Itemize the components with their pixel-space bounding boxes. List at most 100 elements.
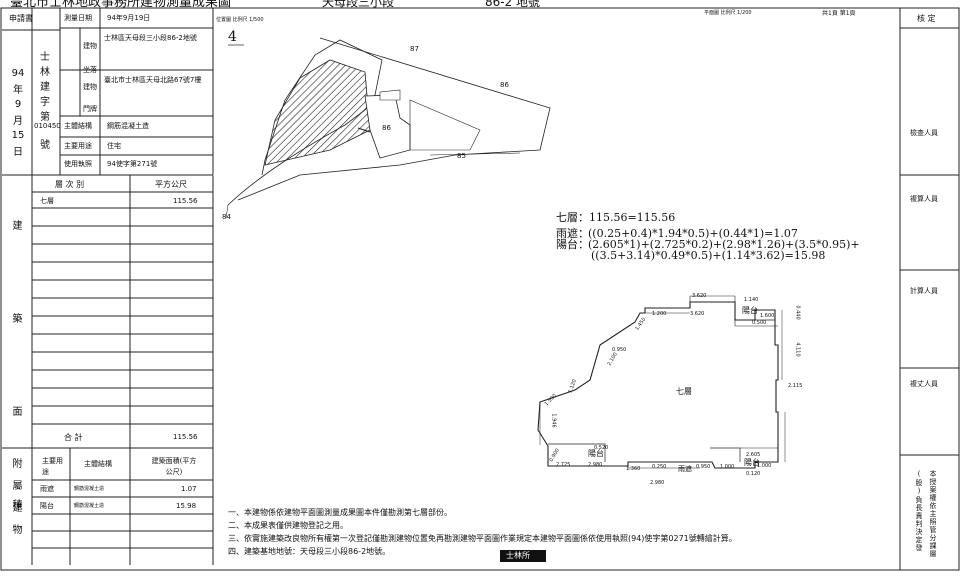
dimension-label: 1.000	[757, 463, 772, 469]
lot-label: 87	[410, 45, 419, 53]
permit-label: 使用執照	[64, 160, 92, 168]
office-stamp: 士林所	[506, 551, 530, 560]
section-title: 天母段三小段	[322, 0, 395, 9]
note-line: 四、建築基地地號：天母段三小段86-2地號。	[228, 547, 391, 556]
dimension-label: 4.110	[794, 342, 801, 357]
calc-balcony: (2.605*1)+(2.725*0.2)+(2.98*1.26)+(3.5*0…	[588, 238, 860, 251]
balcony-label: 陽台	[588, 449, 604, 458]
structure-value: 鋼筋混凝土造	[107, 122, 149, 130]
side-char: 年	[13, 85, 23, 96]
calc-balcony-label: 陽台：	[556, 238, 589, 251]
balcony-label: 陽台	[744, 458, 760, 467]
dimension-label: 0.120	[746, 471, 761, 477]
dimension-label: 1.600	[760, 313, 775, 319]
page-indicator: 共1頁 第1頁	[822, 10, 856, 17]
page-title: 臺北市士林地政事務所建物測量成果圖	[10, 0, 232, 10]
side-char: 字	[40, 97, 50, 108]
calc-balcony-cont: ((3.5+3.14)*0.49*0.5)+(1.14*3.62)=15.98	[591, 249, 826, 262]
annex-struct: 鋼筋混凝土造	[74, 486, 105, 492]
dimension-label: 1.360	[626, 466, 641, 472]
side-char: 94	[11, 68, 25, 79]
dimension-label: 3.620	[692, 293, 707, 299]
reviewer-label: 複算人員	[910, 195, 938, 203]
lot-label: 86	[500, 81, 509, 89]
dimension-label: 0.500	[752, 320, 767, 326]
dimension-label: 0.520	[594, 445, 609, 451]
dimension-label: 2.605	[746, 452, 761, 458]
annex-label: 附屬建物	[10, 458, 21, 546]
side-char: 第	[40, 112, 50, 123]
authorization-footer: 本授案權依主照管分課層(股)負長責判決定發	[915, 470, 937, 558]
survey-date-label: 測量日期	[64, 14, 92, 22]
plan-scale-label: 平面圖 比例尺 1/200	[704, 10, 752, 16]
dimension-label: 1.946	[550, 413, 557, 428]
permit-value: 94使字第271號	[107, 160, 158, 168]
annex-use: 陽台	[40, 502, 54, 510]
survey-date-value: 94年9月19日	[107, 14, 151, 22]
lot-label: 85	[457, 152, 466, 160]
building-area-label: 建 築 面 積	[10, 220, 21, 545]
side-date-column: 94 年 9 月 15 日	[6, 68, 30, 158]
use-value: 住宅	[107, 142, 121, 150]
rain-cover-label: 雨遮	[678, 465, 692, 473]
calculator-label: 計算人員	[910, 287, 938, 295]
annex-struct: 鋼筋混凝土造	[74, 503, 105, 509]
annex-col-struct: 主體結構	[84, 460, 112, 468]
dimension-label: 2.115	[788, 383, 803, 389]
inspector-label: 檢查人員	[910, 129, 938, 137]
door-label: 建物門牌	[83, 83, 97, 113]
approve-label: 核 定	[917, 14, 936, 23]
floor-area: 115.56	[173, 197, 198, 205]
dimension-label: 3.620	[690, 311, 705, 317]
calc-rain: ((0.25+0.4)*1.94*0.5)+(0.44*1)=1.07	[588, 227, 798, 240]
lot-title: 86-2 地號	[485, 0, 541, 9]
side-char: 010450	[34, 122, 61, 130]
side-permit-column: 士 林 建 字 第 010450 號	[34, 48, 61, 151]
note-line: 一、本建物係依建物平面圖測量成果圖本件僅勘測第七層部份。	[228, 508, 452, 517]
lot-label: 86	[382, 124, 391, 132]
dimension-label: 1.200	[652, 311, 667, 317]
dimension-label: 1.140	[744, 297, 759, 303]
area-col-header: 平方公尺	[155, 180, 187, 189]
side-char: 建	[40, 82, 50, 93]
annex-area: 15.98	[176, 502, 197, 510]
side-char: 號	[40, 140, 50, 151]
dimension-label: 2.725	[556, 462, 571, 468]
location-label: 建物坐落	[83, 42, 97, 74]
calc-rain-label: 雨遮：	[556, 227, 589, 240]
total-area: 115.56	[173, 433, 198, 441]
side-char: 15	[11, 130, 25, 141]
dimension-label: 2.980	[650, 480, 665, 486]
dimension-label: 0.440	[794, 305, 801, 320]
lot-label: 84	[222, 213, 231, 221]
side-char: 月	[13, 116, 23, 127]
calc-floor-area: 七層：115.56=115.56	[556, 211, 676, 224]
floor-plan-name: 七層	[676, 387, 692, 396]
total-label: 合 計	[64, 433, 83, 442]
dimension-label: 1.000	[720, 464, 735, 470]
note-line: 三、依實施建築改良物所有權第一次登記僅勘測建物位置免再勘測建物平面圖作業規定本建…	[228, 534, 737, 543]
annex-area: 1.07	[181, 485, 197, 493]
balcony-label: 陽台	[742, 306, 758, 315]
use-label: 主要用途	[64, 142, 92, 150]
floor-col-header: 層 次 別	[55, 180, 85, 189]
dimension-label: 0.950	[696, 464, 711, 470]
side-char: 日	[13, 147, 23, 158]
dimension-label: 2.980	[588, 462, 603, 468]
dimension-label: 0.250	[652, 464, 667, 470]
location-value: 士林區天母段三小段86-2地號	[104, 34, 197, 42]
location-map-label: 位置圖 比例尺 1/500	[216, 17, 264, 23]
side-char: 士	[40, 52, 50, 63]
note-line: 二、本成果表僅供建物登記之用。	[228, 521, 348, 530]
annex-use: 雨遮	[40, 485, 54, 493]
structure-label: 主體結構	[64, 122, 92, 130]
map-number: 4	[228, 29, 237, 45]
surveyor-label: 複丈人員	[910, 380, 938, 388]
door-value: 臺北市士林區天母北路67號7樓	[104, 76, 202, 84]
side-char: 林	[40, 67, 50, 78]
applicant-label: 申請書	[9, 14, 33, 23]
annex-col-area: 建築面積(平方公尺)	[151, 457, 197, 476]
side-char: 9	[14, 99, 22, 110]
floor-name: 七層	[40, 197, 54, 205]
